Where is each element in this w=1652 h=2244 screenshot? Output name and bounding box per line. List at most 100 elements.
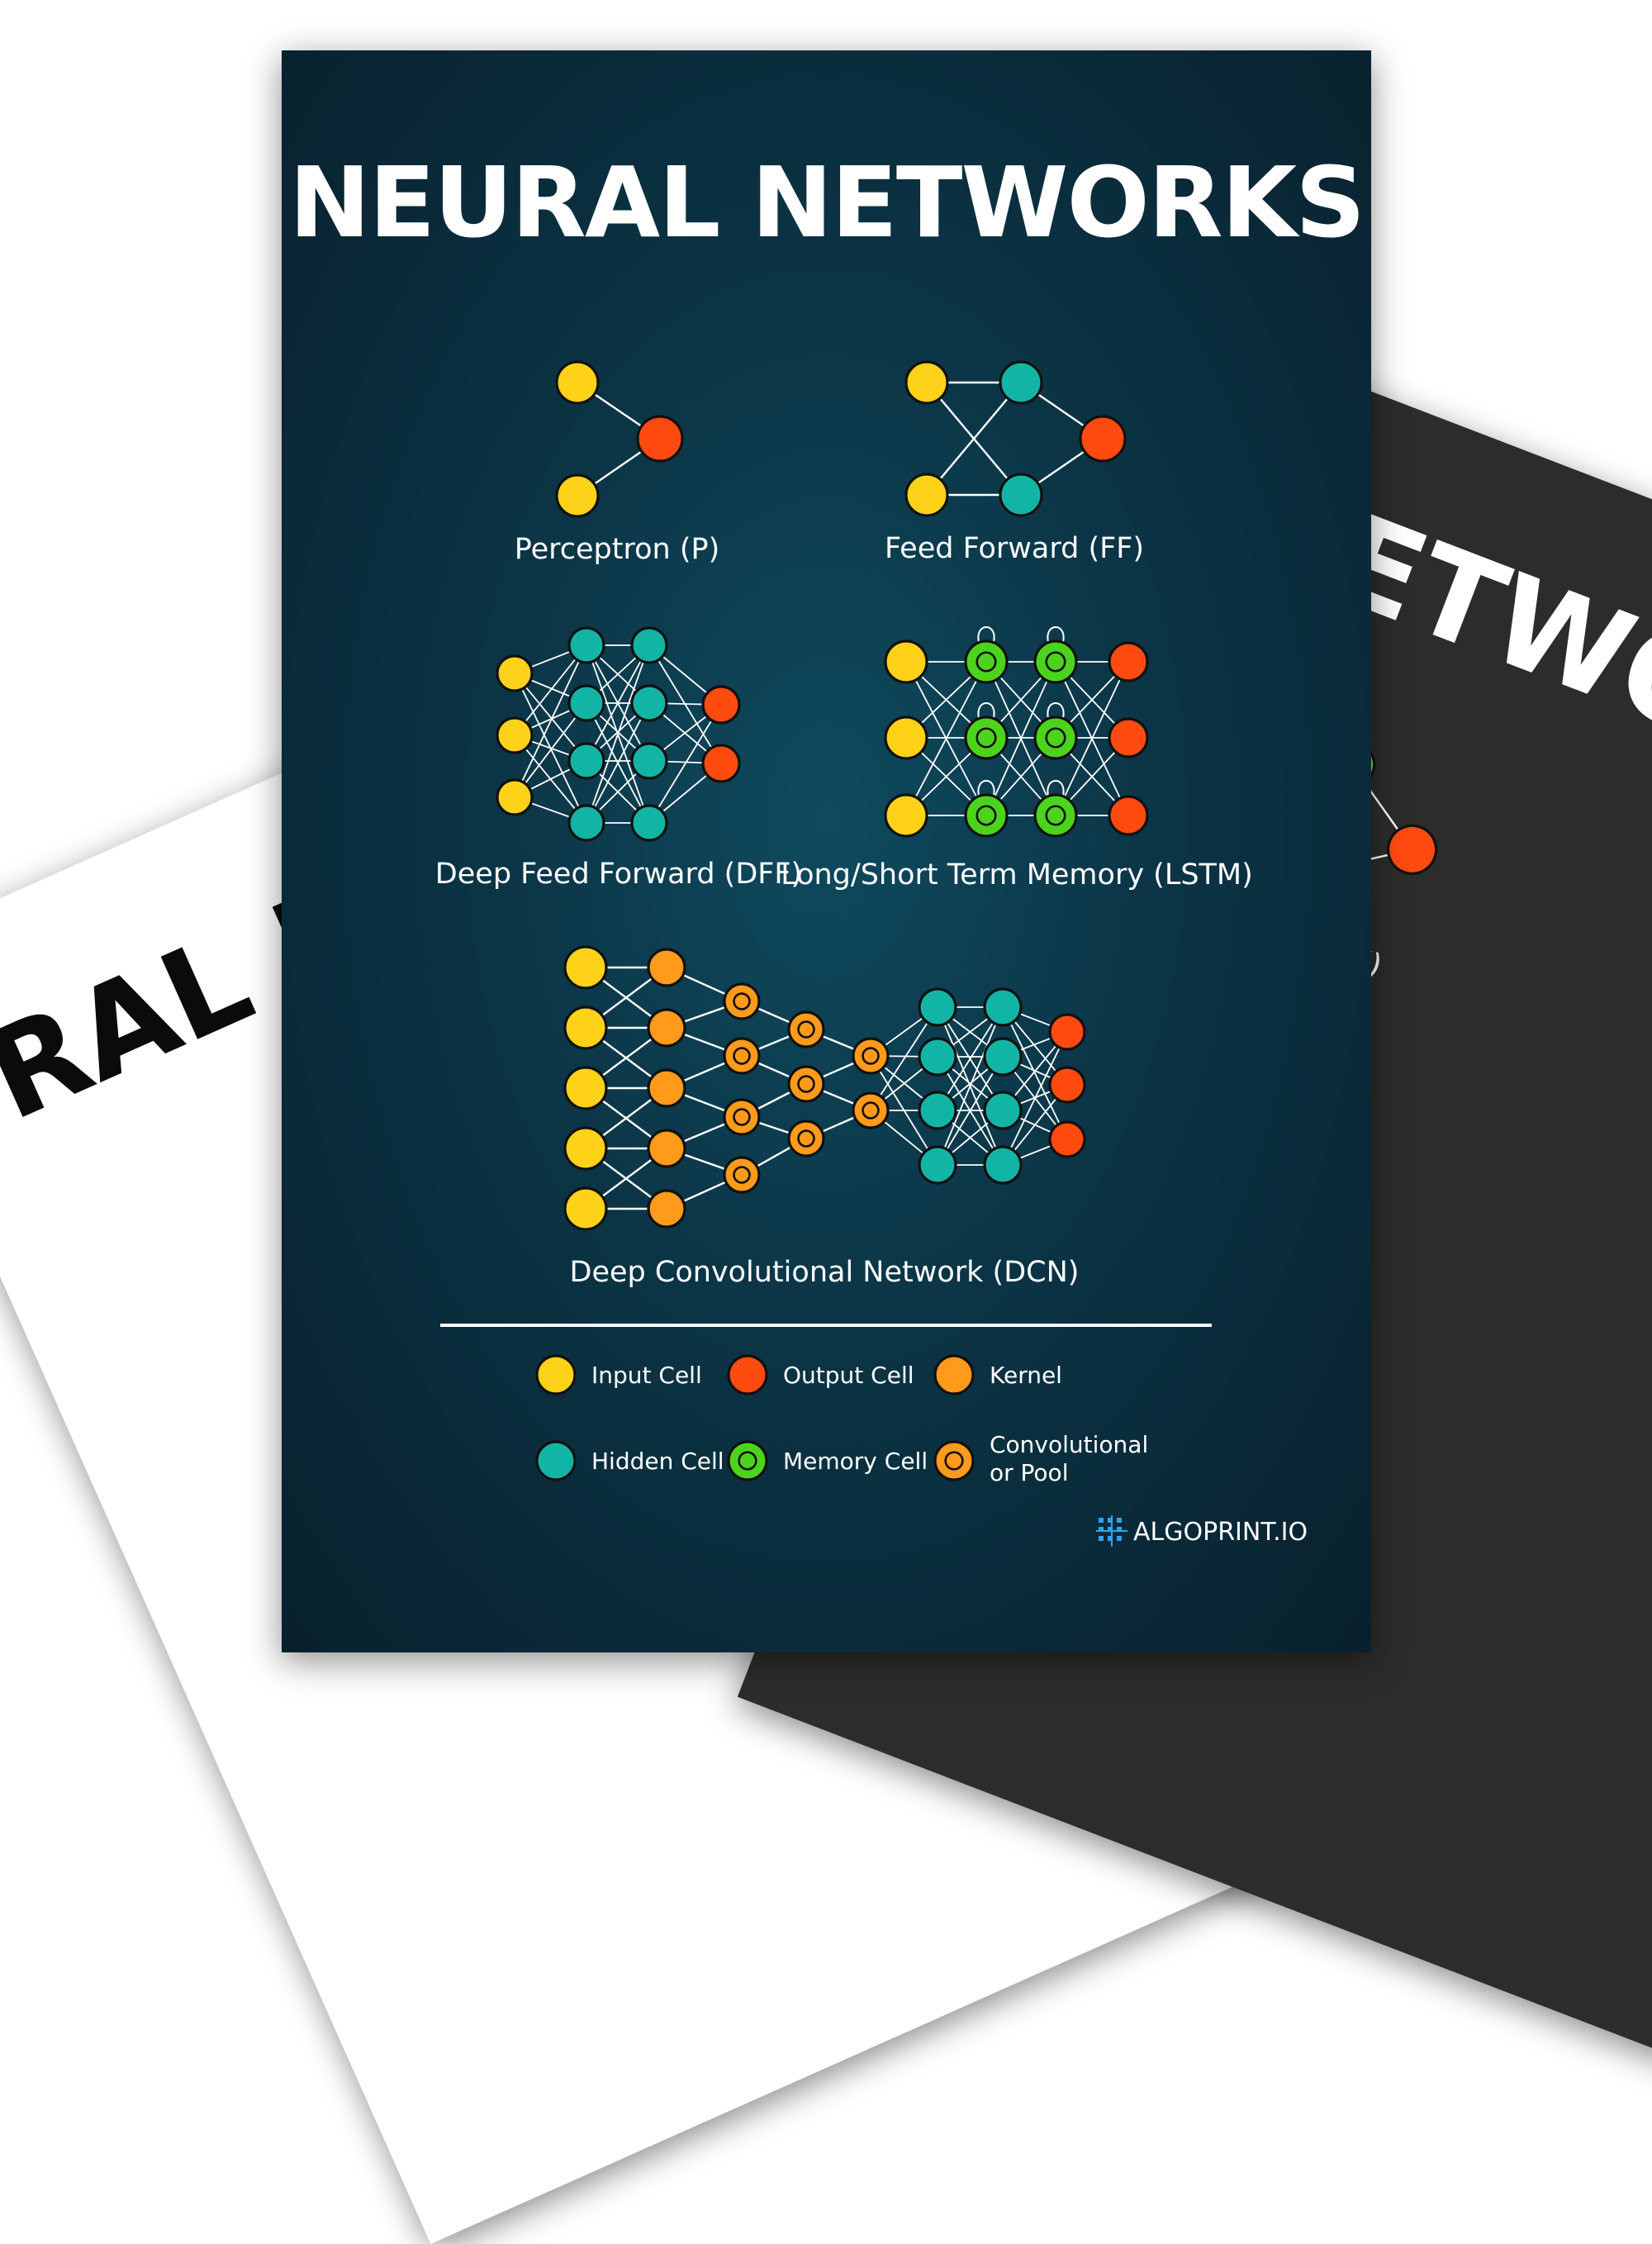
hidden-cell <box>918 1037 957 1077</box>
hidden-cell <box>918 1145 957 1185</box>
connection-line <box>870 1006 938 1111</box>
connection-line <box>1002 1006 1068 1140</box>
convolutional-cell <box>852 1091 890 1129</box>
input-cell <box>563 945 608 990</box>
input-cell <box>563 1186 608 1231</box>
hidden-cell <box>630 804 668 842</box>
connection-line <box>586 702 650 824</box>
connection-line <box>514 644 587 798</box>
connection-line <box>648 704 722 824</box>
connection-line <box>514 702 587 798</box>
legend-label: Kernel <box>990 1362 1062 1389</box>
legend-item-memory: Memory Cell <box>727 1440 928 1481</box>
legend-item-kernel: Kernel <box>933 1354 1062 1395</box>
label-perceptron: Perceptron (P) <box>515 533 720 566</box>
connection-line <box>925 381 1023 497</box>
memory-legend-swatch <box>727 1440 768 1481</box>
kernel-cell <box>647 1008 686 1048</box>
output-cell <box>701 685 741 725</box>
hidden-cell <box>983 1037 1023 1077</box>
input-cell <box>496 778 534 816</box>
hidden-cell <box>567 684 605 722</box>
hidden-cell <box>983 1091 1023 1130</box>
output-cell <box>1108 717 1149 758</box>
output-cell <box>1048 1120 1086 1158</box>
network-diagrams: Perceptron (P) Feed Forward (FF) Deep Feed… <box>435 360 1308 1547</box>
label-feed-forward: Feed Forward (FF) <box>885 532 1144 565</box>
recurrent-loop <box>977 780 995 796</box>
convolutional-cell <box>787 1010 825 1048</box>
recurrent-loop <box>977 702 995 719</box>
legend-label: or Pool <box>990 1459 1068 1486</box>
connection-line <box>985 661 1056 816</box>
legend-item-hidden: Hidden Cell <box>535 1440 724 1481</box>
input-legend-swatch <box>535 1354 577 1395</box>
kernel-cell <box>647 948 686 987</box>
convolutional-cell <box>723 982 761 1020</box>
brand-name: ALGOPRINT.IO <box>1133 1518 1308 1547</box>
hidden-cell <box>918 987 957 1027</box>
hidden-cell <box>999 360 1043 405</box>
connection-line <box>937 1056 1004 1166</box>
connection-line <box>514 644 587 736</box>
hidden-cell <box>630 626 668 664</box>
input-cell <box>904 473 949 517</box>
input-cell <box>555 360 600 405</box>
connection-line <box>1055 661 1129 816</box>
brand-logo-icon <box>1096 1515 1127 1547</box>
output-cell <box>1386 824 1438 875</box>
hidden-cell <box>630 684 668 722</box>
input-cell <box>904 360 949 405</box>
hidden-cell <box>983 987 1023 1027</box>
input-cell <box>563 1006 608 1050</box>
input-cell <box>884 639 928 684</box>
memory-cell <box>1033 793 1078 838</box>
recurrent-loop <box>1047 780 1065 796</box>
legend-label: Memory Cell <box>783 1448 928 1475</box>
kernel-cell <box>647 1189 686 1229</box>
output-cell <box>636 415 684 463</box>
output-cell <box>1048 1066 1086 1104</box>
legend-label: Hidden Cell <box>591 1448 724 1475</box>
memory-cell <box>1033 716 1078 760</box>
page-title: NEURAL NETWORKS <box>288 145 1365 259</box>
output-cell <box>1108 641 1149 682</box>
kernel-cell <box>647 1068 686 1108</box>
convolutional-cell <box>852 1037 890 1075</box>
hidden-cell <box>567 742 605 780</box>
memory-cell <box>1033 639 1078 684</box>
legend-item-output: Output Cell <box>727 1354 914 1395</box>
conv-legend-swatch <box>933 1440 975 1481</box>
hidden-cell <box>630 742 668 780</box>
legend-item-input: Input Cell <box>535 1354 702 1395</box>
input-cell <box>563 1126 608 1171</box>
convolutional-cell <box>787 1065 825 1103</box>
output-cell <box>1108 795 1149 836</box>
kernel-cell <box>647 1129 686 1168</box>
label-deep-convolutional-network: Deep Convolutional Network (DCN) <box>570 1256 1080 1289</box>
convolutional-cell <box>723 1156 761 1194</box>
hidden-cell <box>983 1145 1023 1185</box>
legend-label: Input Cell <box>591 1362 702 1389</box>
recurrent-loop <box>1047 626 1065 643</box>
memory-cell <box>964 793 1009 838</box>
connection-line <box>937 1006 1004 1111</box>
input-cell <box>884 716 928 760</box>
convolutional-cell <box>787 1120 825 1158</box>
convolutional-cell <box>723 1098 761 1136</box>
input-cell <box>555 473 600 518</box>
hidden-cell <box>999 473 1043 517</box>
recurrent-loop <box>1047 702 1065 719</box>
legend-label: Output Cell <box>783 1362 914 1389</box>
input-cell <box>563 1066 608 1110</box>
input-cell <box>496 716 534 754</box>
output-cell <box>1079 415 1127 463</box>
hidden-legend-swatch <box>535 1440 577 1481</box>
memory-cell <box>964 716 1009 760</box>
output-cell <box>1048 1013 1086 1051</box>
connection-line <box>586 644 650 824</box>
label-deep-feed-forward: Deep Feed Forward (DFF) <box>435 858 802 891</box>
input-cell <box>884 793 928 838</box>
output-legend-swatch <box>727 1354 768 1395</box>
kernel-legend-swatch <box>933 1354 975 1395</box>
